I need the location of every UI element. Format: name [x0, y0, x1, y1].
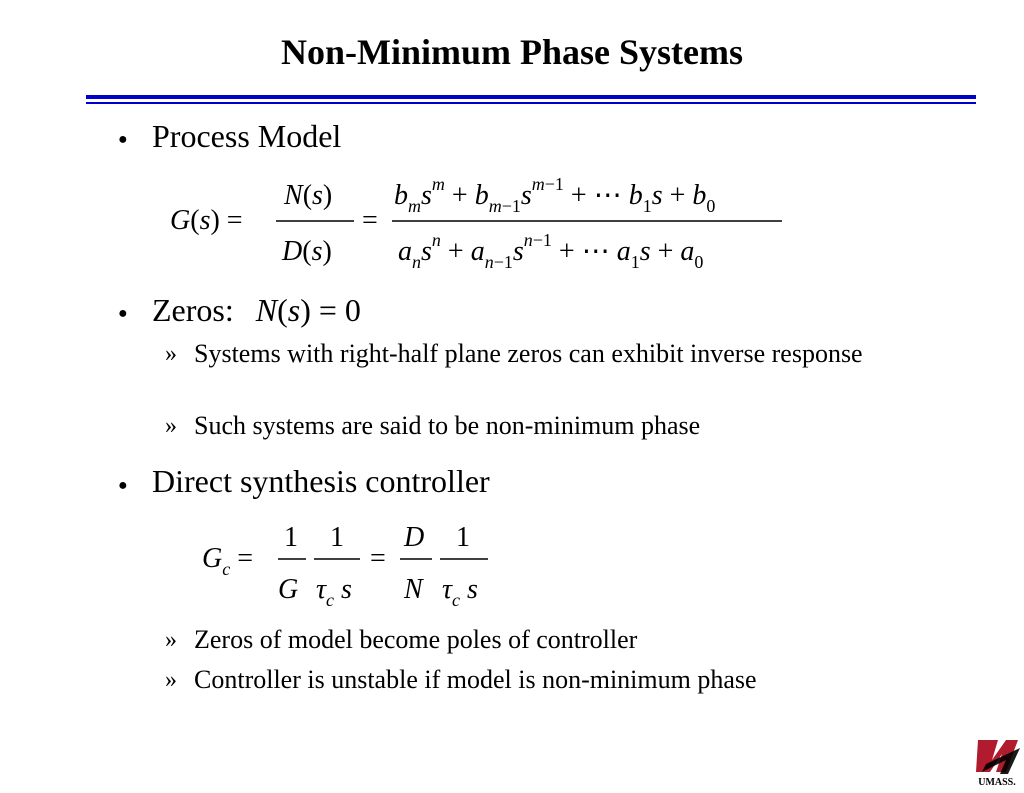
title-rule-thick	[86, 95, 976, 99]
umass-logo: UMASS.	[972, 738, 1022, 788]
svg-text:1: 1	[456, 522, 470, 553]
svg-text:1: 1	[330, 522, 344, 553]
slide-title: Non-Minimum Phase Systems	[280, 32, 743, 72]
svg-text:G: G	[278, 574, 298, 605]
svg-text:D(s): D(s)	[281, 236, 332, 267]
controller-equation: Gc = 1 G 1 τc s = D N 1 τc s	[202, 522, 488, 610]
svg-text:τc s: τc s	[442, 574, 478, 610]
bullet-direct-synthesis: Direct synthesis controller	[152, 463, 490, 499]
sub-bullet-inverse-response: Systems with right-half plane zeros can …	[194, 339, 863, 368]
sub-bullet-non-minimum-phase: Such systems are said to be non-minimum …	[194, 411, 701, 440]
logo-text: UMASS.	[978, 777, 1016, 788]
svg-text:=: =	[370, 543, 386, 574]
bullet-dot: ●	[118, 131, 128, 148]
bullet-dot: ●	[118, 477, 128, 494]
svg-text:=: =	[362, 205, 378, 236]
svg-text:D: D	[403, 522, 424, 553]
title-rule-thin	[86, 102, 976, 104]
svg-text:Gc =: Gc =	[202, 543, 253, 579]
sub-bullet-zeros-become-poles: Zeros of model become poles of controlle…	[194, 625, 638, 654]
bullet-zeros: Zeros: N(s) = 0	[152, 292, 361, 328]
zeros-label: Zeros:	[152, 292, 234, 328]
svg-text:G(s) =: G(s) =	[170, 205, 243, 236]
sub-bullet-marker: »	[165, 667, 177, 693]
svg-text:1: 1	[284, 522, 298, 553]
sub-bullet-marker: »	[165, 627, 177, 653]
zeros-equation: N(s) = 0	[255, 292, 361, 328]
sub-bullet-unstable-controller: Controller is unstable if model is non-m…	[194, 665, 757, 694]
process-model-equation: G(s) = N(s) D(s) = bmsm + bm−1sm−1 + ⋯ b…	[170, 174, 782, 272]
svg-text:N: N	[403, 574, 424, 605]
bullet-process-model: Process Model	[152, 118, 342, 154]
sub-bullet-marker: »	[165, 413, 177, 439]
svg-text:ansn + an−1sn−1 + ⋯ a1s + a0: ansn + an−1sn−1 + ⋯ a1s + a0	[398, 230, 703, 272]
sub-bullet-marker: »	[165, 341, 177, 367]
svg-text:bmsm + bm−1sm−1 + ⋯ b1s + b0: bmsm + bm−1sm−1 + ⋯ b1s + b0	[394, 174, 715, 216]
bullet-dot: ●	[118, 305, 128, 322]
svg-text:N(s): N(s)	[283, 180, 332, 211]
svg-text:τc s: τc s	[316, 574, 352, 610]
